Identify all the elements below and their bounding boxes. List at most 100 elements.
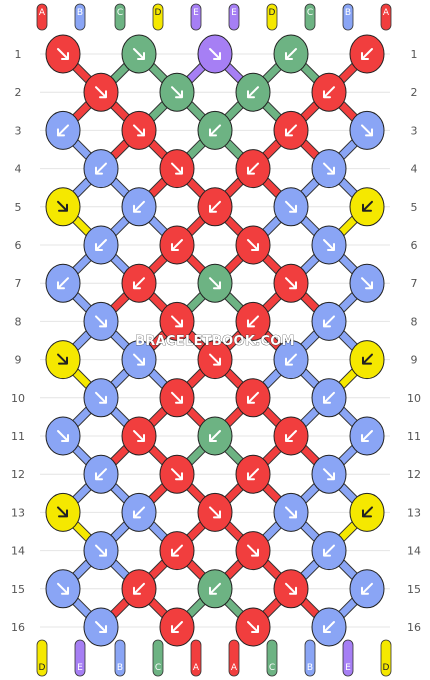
knot-arrow-icon (323, 468, 335, 481)
knot (45, 110, 81, 150)
strand-tab-bottom (380, 639, 392, 677)
strand-label-top: A (39, 8, 46, 18)
knot (311, 72, 347, 112)
knot-arrow-icon (209, 200, 221, 213)
knot (197, 34, 233, 74)
strand-tab-bottom (114, 639, 126, 677)
knot (311, 454, 347, 494)
knot-arrow-icon (209, 48, 221, 60)
strand-tab-top (114, 3, 126, 31)
knot-arrow-icon (57, 48, 69, 60)
knot-arrow-icon (57, 506, 68, 518)
strand-tab-top (152, 3, 164, 31)
row-label-left: 6 (15, 239, 22, 252)
strand-label-top: B (345, 8, 351, 18)
knot (159, 72, 195, 112)
knot-arrow-icon (247, 86, 259, 99)
knot (83, 607, 119, 647)
knot (197, 569, 233, 609)
row-label-right: 13 (407, 506, 421, 519)
knot (45, 187, 81, 227)
strand-tab-bottom (36, 639, 48, 677)
knot-arrow-icon (362, 353, 373, 365)
knot (311, 607, 347, 647)
strand-tab-top (304, 3, 316, 31)
knot-arrow-icon (171, 162, 183, 175)
row-label-right: 14 (407, 545, 421, 558)
knot-arrow-icon (285, 353, 297, 366)
knot (197, 263, 233, 303)
knot-arrow-icon (171, 315, 183, 328)
knot-arrow-icon (171, 621, 183, 633)
knot-arrow-icon (247, 162, 259, 175)
strand-label-bottom: E (77, 663, 83, 673)
knot-arrow-icon (171, 544, 183, 557)
knot (159, 531, 195, 571)
strand-label-bottom: B (307, 663, 313, 673)
row-label-right: 12 (407, 468, 421, 481)
knot (159, 378, 195, 418)
knot-arrow-icon (361, 430, 373, 442)
strand-tab-top (266, 3, 278, 31)
strand-tab-bottom (228, 639, 240, 677)
knot-arrow-icon (247, 239, 259, 251)
knot-arrow-icon (95, 162, 107, 175)
knot-arrow-icon (57, 582, 69, 595)
knot (83, 531, 119, 571)
knot-arrow-icon (95, 621, 107, 633)
row-label-left: 8 (15, 315, 22, 328)
strand-label-bottom: C (155, 663, 161, 673)
knot (197, 110, 233, 150)
knot-arrow-icon (361, 277, 373, 290)
row-label-left: 4 (15, 163, 22, 176)
knot (311, 531, 347, 571)
knot-arrow-icon (95, 239, 107, 251)
knot (159, 454, 195, 494)
knot (197, 340, 233, 380)
strand-tab-top (228, 3, 240, 31)
knot-arrow-icon (247, 544, 259, 557)
knot-arrow-icon (133, 277, 145, 290)
knot (45, 263, 81, 303)
knot (45, 569, 81, 609)
row-label-left: 5 (15, 201, 22, 214)
knot (83, 301, 119, 341)
knot-arrow-icon (57, 124, 69, 137)
strand-label-bottom: D (39, 663, 46, 673)
knot (235, 72, 271, 112)
knot-arrow-icon (323, 239, 335, 251)
row-label-right: 16 (407, 621, 421, 634)
knot-arrow-icon (95, 468, 107, 481)
knot-arrow-icon (362, 200, 373, 212)
row-label-left: 3 (15, 124, 22, 137)
knot-arrow-icon (209, 124, 221, 137)
knot (197, 187, 233, 227)
row-label-right: 9 (411, 354, 418, 367)
strand-tab-bottom (190, 639, 202, 677)
row-label-right: 4 (411, 163, 418, 176)
knot-arrow-icon (95, 391, 107, 404)
knot-arrow-icon (133, 200, 145, 213)
knot (349, 340, 385, 380)
knot-arrow-icon (361, 124, 373, 137)
strand-tab-top (74, 3, 86, 31)
strand-label-bottom: B (117, 663, 123, 673)
knot (159, 607, 195, 647)
knot (83, 72, 119, 112)
strand-tab-top (36, 3, 48, 31)
knot (121, 110, 157, 150)
watermark-text: BRACELETBOOK.COM (135, 334, 295, 349)
knot-arrow-icon (209, 353, 221, 366)
knot (197, 416, 233, 456)
strand-label-top: B (77, 8, 83, 18)
row-label-left: 11 (11, 430, 25, 443)
knot-arrow-icon (323, 544, 335, 557)
knot (349, 492, 385, 532)
knot (121, 492, 157, 532)
strand-label-bottom: A (193, 663, 200, 673)
knot (349, 263, 385, 303)
knot (121, 569, 157, 609)
strand-tab-top (190, 3, 202, 31)
row-label-left: 14 (11, 545, 25, 558)
